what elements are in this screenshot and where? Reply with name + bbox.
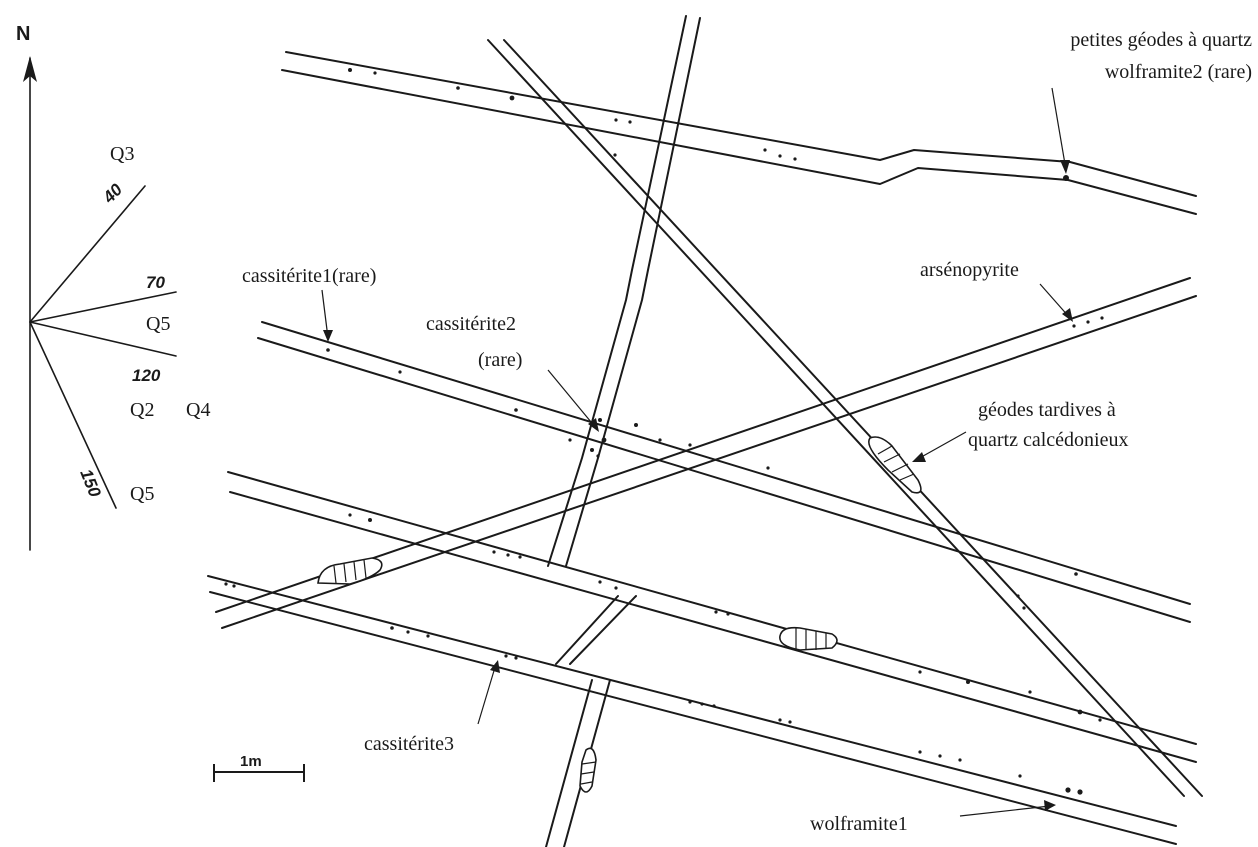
label-geodes-tardives-line1: géodes tardives à <box>978 399 1116 421</box>
label-arsenopyrite-text: arsénopyrite <box>920 259 1019 281</box>
label-wolframite1: wolframite1 <box>810 800 1056 835</box>
geode-middle <box>779 626 838 651</box>
label-geodes-tardives: géodes tardives à quartz calcédonieux <box>912 399 1128 462</box>
quartz-label-q3: Q3 <box>110 143 134 165</box>
label-cassiterite2-line2: (rare) <box>478 349 522 371</box>
rose-line-70 <box>29 291 177 323</box>
scale-bar-label: 1m <box>240 753 262 770</box>
label-petites-geodes-line1: petites géodes à quartz <box>1070 29 1252 51</box>
azimuth-120: 120 <box>132 366 161 385</box>
geode-steep-lower <box>579 747 597 793</box>
label-arsenopyrite: arsénopyrite <box>920 259 1073 322</box>
geode-lower-left <box>317 557 383 585</box>
label-cassiterite3: cassitérite3 <box>364 660 500 755</box>
quartz-label-q5-lower: Q5 <box>130 483 154 505</box>
orientation-rose: N 40 70 120 150 Q3 Q5 Q2 Q4 Q5 <box>16 23 210 551</box>
quartz-label-q5-upper: Q5 <box>146 313 170 335</box>
label-cassiterite2: cassitérite2 (rare) <box>426 313 599 432</box>
label-cassiterite3-text: cassitérite3 <box>364 733 454 755</box>
quartz-label-q2: Q2 <box>130 399 154 421</box>
geode-diagonal <box>868 436 922 494</box>
north-arrow-icon <box>23 56 37 551</box>
vein-steep-central <box>545 15 701 847</box>
scale-bar-icon: 1m <box>213 753 305 782</box>
vein-top <box>281 51 1197 215</box>
label-cassiterite1-text: cassitérite1(rare) <box>242 265 376 287</box>
vein-70-arsenopyrite <box>215 277 1197 629</box>
label-geodes-tardives-line2: quartz calcédonieux <box>968 429 1128 451</box>
label-cassiterite1: cassitérite1(rare) <box>242 265 376 342</box>
azimuth-40: 40 <box>99 180 127 208</box>
vein-120-upper <box>257 321 1191 623</box>
label-petites-geodes-line2: wolframite2 (rare) <box>1105 61 1252 83</box>
label-wolframite1-text: wolframite1 <box>810 813 908 835</box>
label-cassiterite2-line1: cassitérite2 <box>426 313 516 335</box>
north-label: N <box>16 23 30 45</box>
rose-line-150 <box>29 321 117 509</box>
rose-line-120 <box>29 321 177 357</box>
quartz-label-q4: Q4 <box>186 399 210 421</box>
rose-line-40 <box>29 185 146 323</box>
label-petites-geodes: petites géodes à quartz wolframite2 (rar… <box>1051 29 1252 174</box>
vein-120-lower <box>207 575 1177 845</box>
azimuth-70: 70 <box>146 273 165 292</box>
vein-120-middle <box>227 471 1197 763</box>
azimuth-150: 150 <box>76 466 104 500</box>
